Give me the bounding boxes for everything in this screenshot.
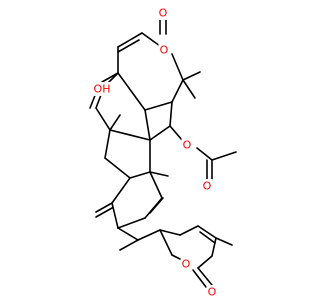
- bond: [119, 239, 139, 251]
- bond: [211, 237, 217, 257]
- bond: [199, 231, 216, 244]
- bond: [192, 269, 207, 288]
- bond: [117, 217, 146, 229]
- atom-label-o-lactone-ring: O: [182, 258, 191, 271]
- molecule-diagram: O O OH O O O O: [89, 6, 237, 299]
- structure-svg: O O OH O O O O: [89, 6, 237, 299]
- atom-label-layer: O O OH O O O O: [93, 6, 218, 299]
- bond: [169, 101, 173, 127]
- bond: [111, 202, 119, 229]
- bond: [211, 151, 237, 161]
- bond: [111, 177, 131, 204]
- bond: [141, 32, 161, 47]
- bond: [197, 267, 213, 286]
- bond: [149, 125, 171, 141]
- bond: [149, 171, 163, 199]
- atom-label-background: [201, 179, 213, 193]
- atom-label-o-hydroxyl: OH: [94, 83, 111, 96]
- bond: [129, 171, 151, 179]
- bond: [197, 255, 213, 269]
- bond: [104, 129, 111, 159]
- bond: [171, 53, 184, 81]
- bond: [215, 237, 233, 246]
- bond-layer: [89, 19, 237, 288]
- bond: [109, 114, 121, 131]
- atom-label-o-lactone-carbonyl: O: [208, 286, 217, 299]
- atom-label-background: [158, 43, 170, 57]
- bond: [95, 207, 113, 218]
- atom-label-o-ring-top: O: [160, 44, 169, 57]
- bond: [109, 129, 151, 141]
- bond: [159, 229, 173, 256]
- bond: [104, 157, 131, 179]
- bond: [182, 79, 196, 99]
- atom-label-background: [93, 82, 111, 96]
- atom-label-background: [157, 6, 169, 20]
- bond: [144, 101, 173, 111]
- atom-label-background: [206, 285, 218, 299]
- bond: [182, 71, 201, 81]
- bond: [149, 197, 164, 214]
- bond: [117, 72, 146, 111]
- bond: [159, 229, 181, 236]
- atom-label-o-carbonyl-top: O: [159, 7, 168, 20]
- atom-label-background: [181, 138, 193, 152]
- bond: [95, 107, 111, 131]
- bond: [117, 39, 140, 53]
- bond: [117, 227, 139, 241]
- bond: [144, 109, 151, 141]
- bond: [169, 125, 183, 141]
- atom-label-o-ester: O: [183, 139, 192, 152]
- bond: [117, 32, 143, 48]
- bond: [95, 202, 113, 213]
- bond: [197, 225, 217, 239]
- bond: [137, 229, 161, 241]
- atom-label-o-acetyl: O: [203, 180, 212, 193]
- bond: [179, 225, 199, 236]
- bond: [196, 147, 213, 161]
- bond: [149, 171, 169, 177]
- bond: [101, 72, 119, 83]
- atom-label-background: [180, 257, 192, 271]
- bond: [171, 79, 184, 103]
